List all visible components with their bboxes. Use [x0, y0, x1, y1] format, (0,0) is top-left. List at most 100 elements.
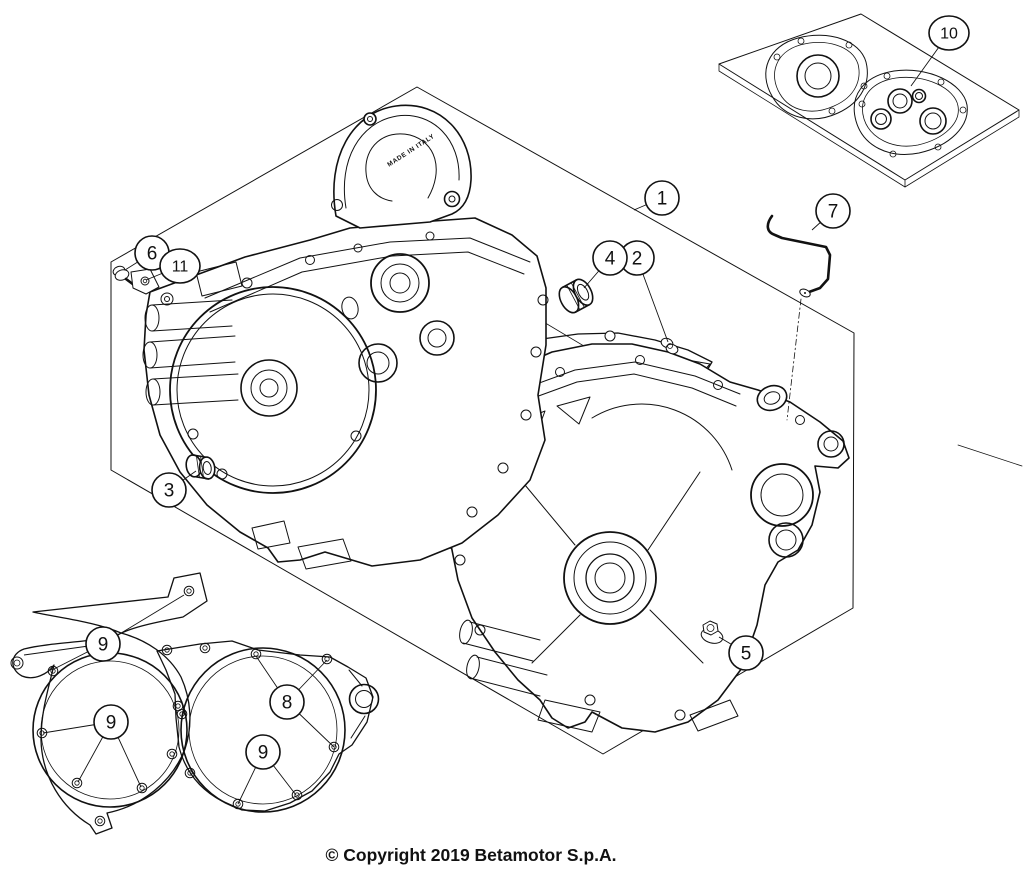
crankcase-center-gasket-spare-detail — [355, 690, 373, 708]
left-case-bolt-holes-detail — [216, 468, 228, 480]
breather-hose-guide-part-7-detail — [804, 292, 806, 294]
left-crankcase-half-detail — [343, 114, 460, 209]
balloon-10 — [928, 15, 970, 51]
crankcase-center-gasket-spare-detail — [188, 655, 338, 805]
retainer-plate-part-11-detail — [142, 278, 148, 284]
gasket-kit-plate-detail — [911, 88, 927, 104]
gasket-kit-plate-detail — [870, 108, 892, 130]
right-crankcase-half-detail — [775, 529, 797, 551]
left-crankcase-half-detail — [358, 343, 398, 383]
clutch-gasket-grommets-detail — [136, 782, 148, 794]
crankcase-center-gasket-spare-detail — [350, 715, 366, 739]
balloon-number-5: 5 — [741, 644, 752, 665]
center-gasket-grommets-detail — [294, 792, 300, 798]
left-case-bolt-holes-detail — [241, 277, 253, 289]
bushing-part-3 — [185, 454, 216, 480]
left-crankcase-half-detail — [443, 190, 461, 208]
bushing-part-3-detail — [191, 454, 207, 458]
left-case-bolt-holes-detail — [530, 346, 542, 358]
left-crankcase-half-detail — [176, 293, 370, 487]
left-case-bolt-holes-detail — [353, 243, 363, 253]
left-case-bolt-holes-detail — [497, 462, 509, 474]
gasket-kit-plate-detail — [862, 76, 959, 147]
center-gasket-grommets-detail — [172, 700, 184, 712]
left-crankcase-half-detail — [250, 369, 288, 407]
right-crankcase-half-detail — [466, 654, 480, 680]
center-gasket-grommets-detail — [250, 648, 262, 660]
balloon-number-9: 9 — [106, 713, 117, 734]
clutch-cover-gasket-detail — [40, 660, 180, 800]
left-crankcase-half-detail — [251, 520, 291, 550]
clutch-gasket-grommets-detail — [94, 815, 106, 827]
clutch-gasket-grommets-detail — [183, 585, 195, 597]
gasket-kit-bolt-holes-detail — [883, 72, 891, 80]
left-case-stud-cylinders-detail — [152, 373, 239, 380]
gasket-kit-plate-detail — [765, 34, 868, 120]
gasket-kit-plate-detail — [892, 93, 908, 109]
gasket-kit-bolt-holes-detail — [845, 41, 853, 49]
center-gasket-grommets-detail — [328, 741, 340, 753]
gasket-kit-bolt-holes-detail — [828, 107, 836, 115]
balloon-number-2: 2 — [632, 249, 643, 270]
right-case-bolt-holes-detail — [674, 709, 686, 721]
center-gasket-grommets-detail — [324, 656, 330, 662]
center-gasket-grommets-detail — [291, 789, 303, 801]
balloon-1 — [644, 180, 680, 216]
left-crankcase-half-detail — [448, 195, 456, 203]
drain-plug-part-5-detail — [702, 620, 719, 636]
crankcase-center-gasket-spare-detail — [348, 669, 363, 687]
clutch-gasket-grommets-detail — [71, 777, 83, 789]
left-case-bolt-holes-detail — [520, 409, 532, 421]
center-gasket-grommets-detail — [232, 798, 244, 810]
left-case-stud-cylinders-detail — [145, 378, 161, 406]
left-case-bolt-holes-detail — [164, 296, 170, 302]
crankcase-center-gasket-spare — [156, 640, 380, 813]
gasket-kit-plate-detail — [796, 54, 840, 98]
crankcase-center-gasket-spare-detail — [348, 683, 380, 715]
balloon-number-6: 6 — [147, 244, 158, 265]
right-crankcase-half-detail — [768, 522, 804, 558]
drain-plug-part-5-detail — [706, 624, 715, 632]
screw-part-6-detail — [114, 269, 130, 281]
clutch-gasket-grommets-detail — [50, 668, 56, 674]
breather-hose-guide-part-7-detail — [766, 214, 832, 294]
right-crankcase-half-detail — [649, 609, 704, 664]
dowel-part-2-detail — [667, 343, 673, 349]
clutch-gasket-grommets-detail — [169, 751, 175, 757]
right-case-bolt-holes-detail — [474, 624, 486, 636]
gasket-kit-plate-detail — [887, 88, 913, 114]
right-case-bolt-holes-detail — [454, 554, 466, 566]
right-crankcase-half-detail — [817, 430, 845, 458]
center-gasket-grommets-detail — [202, 645, 208, 651]
right-case-bolt-holes-detail — [713, 380, 723, 390]
balloon-9 — [85, 626, 121, 662]
gasket-kit-bolt-holes-detail — [860, 82, 868, 90]
right-crankcase-half-detail — [760, 473, 804, 517]
balloon-4 — [592, 240, 628, 276]
left-case-bolt-holes-detail — [305, 255, 315, 265]
clutch-gasket-grommets-detail — [97, 818, 103, 824]
center-gasket-grommets-detail — [175, 703, 181, 709]
right-case-bolt-holes-detail — [555, 367, 565, 377]
clutch-gasket-grommets-detail — [36, 727, 48, 739]
left-case-bolt-holes-detail — [350, 430, 362, 442]
alignment-lines-detail — [957, 444, 1023, 467]
right-crankcase-half-detail — [462, 642, 534, 662]
right-crankcase-half-detail — [750, 463, 814, 527]
left-crankcase-half-detail — [427, 328, 447, 348]
clutch-gasket-grommets-detail — [166, 748, 178, 760]
clutch-gasket-grommets-detail — [10, 656, 24, 670]
right-crankcase-half-detail — [556, 396, 591, 425]
breather-hose-guide-part-7 — [766, 214, 832, 421]
right-crankcase-half-detail — [823, 436, 839, 452]
center-gasket-grommets-detail — [184, 767, 196, 779]
clutch-gasket-grommets-detail — [74, 780, 80, 786]
right-case-bolt-holes-detail — [635, 355, 645, 365]
assembly-bounding-box-detail — [110, 86, 855, 755]
left-crankcase-half-detail — [333, 104, 472, 229]
bearing-bushing-part-4-detail — [566, 285, 580, 310]
clutch-cover-gasket-detail — [12, 572, 208, 835]
bushing-part-3-detail — [202, 461, 212, 475]
gasket-kit-plate-detail — [875, 113, 887, 125]
